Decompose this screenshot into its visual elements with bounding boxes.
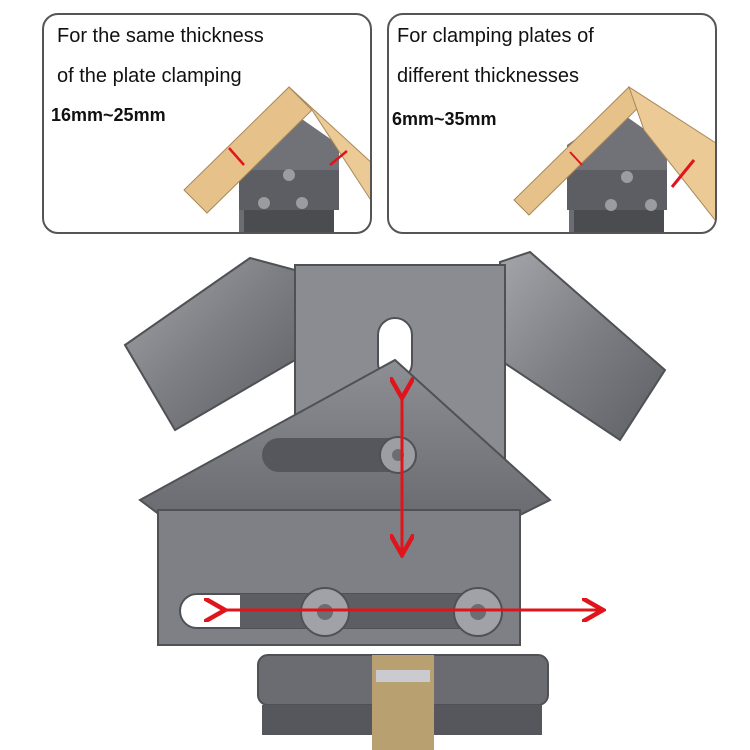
thin-thickness-arrow-icon <box>569 151 583 166</box>
panel-caption-line1: For the same thickness <box>57 25 264 47</box>
panel-range-label: 16mm~25mm <box>51 105 166 125</box>
panel-same-thickness: For the same thickness of the plate clam… <box>42 13 372 234</box>
panel-range-label: 6mm~35mm <box>392 109 497 129</box>
corner-clamp-closeup-photo <box>123 250 667 750</box>
panel-caption-line2: of the plate clamping <box>57 65 242 87</box>
panel-different-thickness: For clamping plates of different thickne… <box>387 13 717 234</box>
corner-clamp-unequal-boards-illustration <box>513 85 715 232</box>
panel-caption-line2: different thicknesses <box>397 65 579 87</box>
corner-clamp-equal-boards-illustration <box>183 86 370 232</box>
thickness-arrow-icon <box>329 150 348 166</box>
panel-caption-line1: For clamping plates of <box>397 25 594 47</box>
thickness-arrow-icon <box>228 147 245 166</box>
thick-thickness-arrow-icon <box>670 159 696 188</box>
